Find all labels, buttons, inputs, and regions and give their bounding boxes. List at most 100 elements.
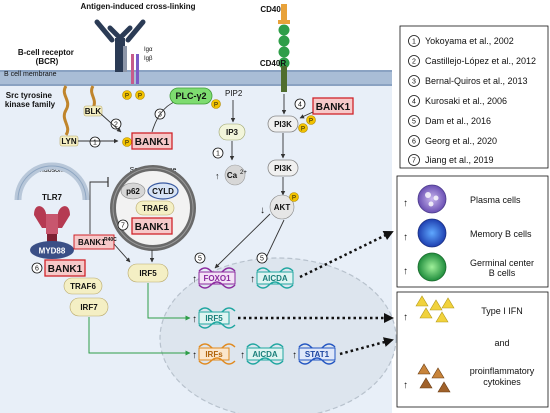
stat1-label: STAT1 [305, 350, 330, 359]
tlr7-label: TLR7 [42, 193, 63, 202]
tlr7-receptor-icon [34, 206, 70, 244]
foxo-output-arrow [299, 230, 394, 279]
foxo1-gene [198, 271, 236, 285]
reference-list: 1 Yokoyama et al., 2002 2 Castillejo-Lóp… [408, 35, 536, 166]
svg-text:5: 5 [260, 256, 264, 263]
irf7-node [69, 297, 109, 317]
bank1-node-tlr [44, 259, 86, 277]
stat1-gene [298, 347, 336, 361]
foxo1-label: FOXO1 [203, 274, 231, 283]
aicda-bottom-label: AICDA [252, 350, 278, 359]
svg-text:P: P [214, 103, 218, 109]
svg-text:7: 7 [121, 223, 125, 230]
irfs-gene [198, 347, 230, 361]
svg-text:5: 5 [198, 256, 202, 263]
irfs-up-arrow: ↑ [192, 350, 197, 361]
src-label: Src tyrosine kinase family [5, 91, 56, 109]
bank1-r40c-label: BANK1 [78, 238, 106, 247]
bank1-label-cd40: BANK1 [316, 102, 351, 113]
irf5-nuc-label: IRF5 [205, 314, 223, 323]
svg-text:1: 1 [93, 140, 97, 147]
pi3k-label-1: PI3K [274, 120, 292, 129]
svg-text:P: P [125, 94, 129, 100]
step-6-badge [31, 262, 43, 274]
proinflammatory-label: proinflammatory [470, 366, 535, 376]
traf6-node-tlr [63, 277, 103, 295]
cyld-label: CYLD [152, 187, 174, 196]
endosome-icon [14, 162, 90, 201]
plasma-label: Plasma cells [470, 195, 521, 205]
and-label: and [494, 338, 509, 348]
plc-label: PLC-γ2 [175, 91, 206, 101]
antigen-label-line1: Antigen-induced cross-linking [80, 2, 195, 11]
plc-node [169, 87, 213, 105]
svg-text:2: 2 [412, 59, 416, 66]
blk-label: BLK [85, 107, 102, 116]
svg-text:7: 7 [412, 158, 416, 165]
phospho-icon [289, 192, 299, 202]
germinal-label-2: B cells [489, 268, 516, 278]
cell-membrane [0, 70, 392, 86]
lyn-label: LYN [61, 137, 76, 146]
cyld-node [147, 182, 179, 200]
blk-node [83, 105, 103, 117]
germinal-label-1: Germinal center [470, 258, 534, 268]
aicda-up-arrow: ↑ [250, 274, 255, 285]
membrane-label: B cell membrane [4, 71, 57, 78]
endosome-label: Endosome [35, 167, 69, 174]
svg-text:6: 6 [412, 139, 416, 146]
nucleus [159, 257, 397, 413]
svg-text:1: 1 [216, 151, 220, 158]
irfs-label: IRFs [205, 350, 223, 359]
pi3k-node-1 [267, 115, 299, 133]
bcr-label: B-cell receptor (BCR) [18, 48, 76, 66]
phospho-icon [211, 99, 221, 109]
akt-down-arrow: ↓ [260, 205, 265, 216]
cd40r-label: CD40R [260, 59, 286, 68]
pi3k-node-2 [267, 159, 299, 177]
bank1-r40c-node [73, 234, 115, 250]
calcium-sup: 2+ [240, 170, 247, 176]
pi3k-label-2: PI3K [274, 164, 292, 173]
foxo1-up-arrow: ↑ [192, 274, 197, 285]
pip2-label: PIP2 [225, 89, 243, 98]
irf5-label: IRF5 [139, 269, 157, 278]
plasma-up-arrow: ↑ [403, 198, 408, 209]
reference-item: Castillejo-López et al., 2012 [425, 56, 536, 66]
phospho-icon [306, 115, 316, 125]
bank1-node-cd40 [312, 97, 354, 115]
phospho-icon [135, 90, 145, 100]
step-4-badge [294, 98, 306, 110]
germinal-up-arrow: ↑ [403, 266, 408, 277]
cd40l-label: CD40L [260, 5, 285, 14]
cytokines-label: cytokines [483, 377, 521, 387]
reference-item: Dam et al., 2016 [425, 116, 491, 126]
ifn-label: Type I IFN [481, 306, 523, 316]
bank1-label-main: BANK1 [135, 137, 170, 148]
step-1-badge-ip3 [212, 147, 224, 159]
svg-text:P: P [292, 196, 296, 202]
svg-text:6: 6 [35, 266, 39, 273]
traf6-node-seq [135, 200, 175, 216]
igb-label: Igβ [144, 56, 153, 62]
cytokine-triangles-icon [417, 363, 451, 393]
svg-text:4: 4 [298, 102, 302, 109]
cd40l-ligand-icon [278, 4, 290, 24]
svg-text:P: P [309, 119, 313, 125]
lyn-anchor-icon [62, 85, 70, 136]
aicda-bottom-up-arrow: ↑ [240, 350, 245, 361]
traf6-label-seq: TRAF6 [142, 204, 168, 213]
stat1-output-arrow [339, 337, 394, 356]
traf6-label-tlr: TRAF6 [70, 282, 96, 291]
calcium-label: Ca [227, 171, 238, 180]
irf7-label: IRF7 [80, 303, 98, 312]
memory-up-arrow: ↑ [403, 232, 408, 243]
reference-item: Jiang et al., 2019 [425, 155, 494, 165]
iga-label: Igα [144, 47, 153, 53]
calcium-up-arrow: ↑ [215, 171, 220, 181]
irf5-gene [198, 311, 230, 325]
p62-node [120, 182, 146, 200]
step-5-badge-aicda [256, 252, 268, 264]
bank1-node-seq [131, 217, 173, 235]
